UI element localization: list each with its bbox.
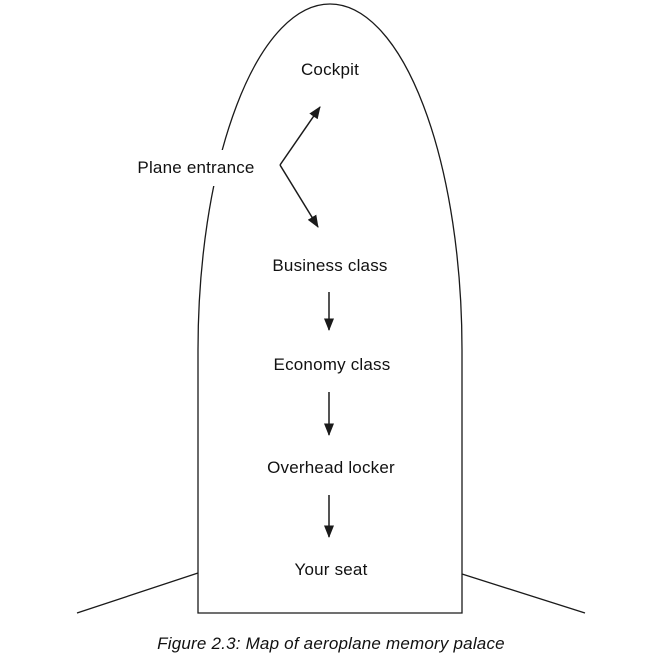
label-your-seat: Your seat xyxy=(294,560,368,579)
fuselage-outline xyxy=(197,3,463,614)
label-plane-entrance: Plane entrance xyxy=(134,150,258,186)
arrow-entrance-to-cockpit xyxy=(279,106,321,166)
arrow-entrance-to-business-class xyxy=(279,164,319,228)
label-economy-class: Economy class xyxy=(273,355,391,374)
figure-caption: Figure 2.3: Map of aeroplane memory pala… xyxy=(157,634,505,653)
left-wing-line xyxy=(76,572,199,614)
right-wing-line xyxy=(461,573,586,614)
label-overhead-locker: Overhead locker xyxy=(267,458,395,477)
label-cockpit: Cockpit xyxy=(300,60,360,79)
label-business-class: Business class xyxy=(272,256,388,275)
